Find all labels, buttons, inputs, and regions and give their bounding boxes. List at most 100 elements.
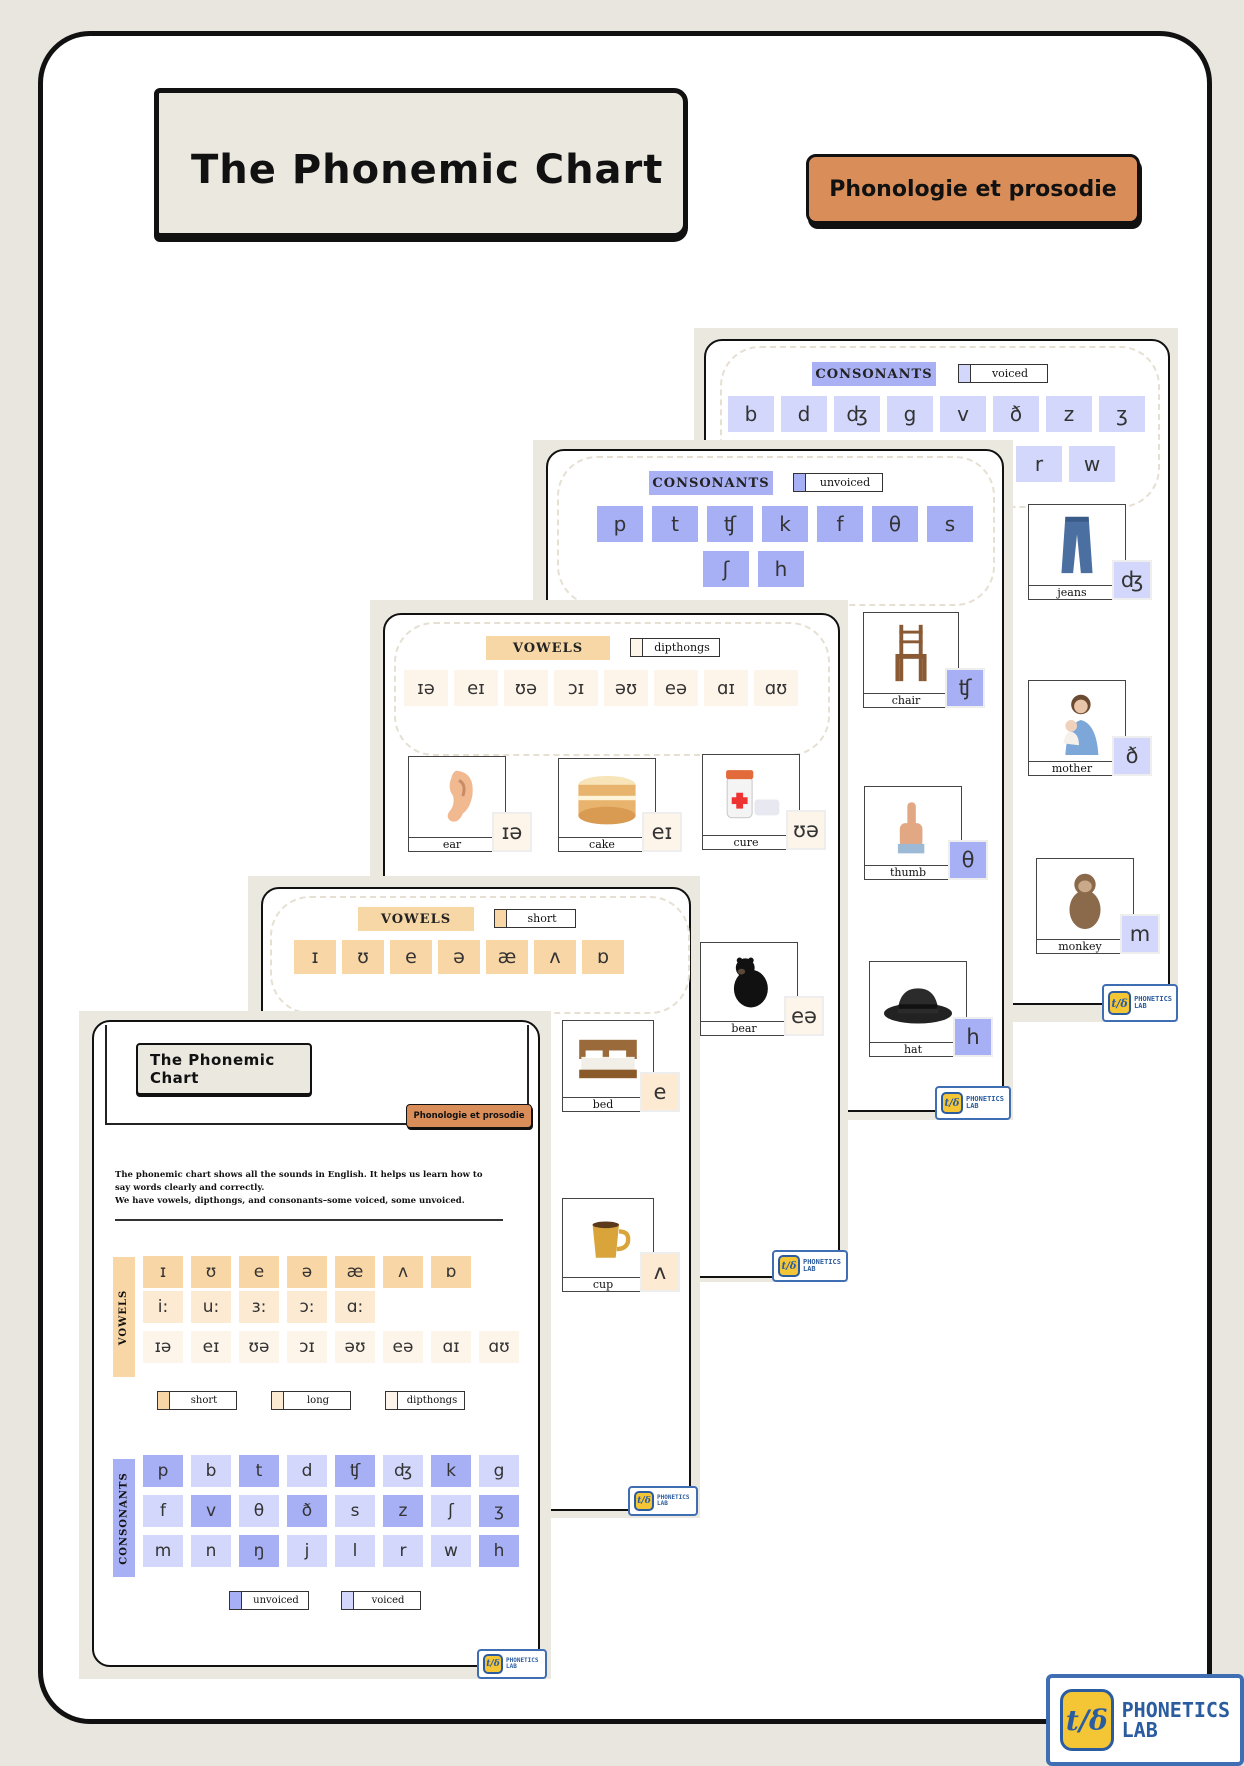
logo-mark-icon: t/δ <box>634 1491 654 1511</box>
phoneme-tile: eə <box>383 1331 423 1363</box>
example-word: ear <box>408 838 496 852</box>
phoneme-tile: ʤ <box>834 396 880 432</box>
front-badge: Phonologie et prosodie <box>406 1104 532 1128</box>
legend-swatch <box>230 1592 242 1609</box>
example-word: mother <box>1028 762 1116 776</box>
logo-mark-icon: t/δ <box>1060 1689 1114 1751</box>
phoneme-tile: ʤ <box>383 1455 423 1487</box>
phoneme-tile: θ <box>872 506 918 542</box>
chair-image <box>863 612 959 694</box>
example-symbol: eɪ <box>642 812 682 852</box>
phoneme-tile: b <box>191 1455 231 1487</box>
phoneme-tile: v <box>940 396 986 432</box>
logo-text-1: PHONETICS <box>966 1095 1004 1103</box>
jeans-image <box>1028 504 1126 586</box>
phoneme-tile: n <box>191 1535 231 1567</box>
phoneme-tile: e <box>239 1256 279 1288</box>
cup-image <box>562 1198 654 1278</box>
logo-mark-icon: t/δ <box>1108 991 1132 1015</box>
example-word: cake <box>558 838 646 852</box>
example-symbol: ð <box>1112 736 1152 776</box>
legend-short: short <box>157 1391 237 1410</box>
legend-swatch <box>495 910 507 927</box>
phoneme-tile: g <box>479 1455 519 1487</box>
legend-label: dipthongs <box>406 1395 458 1406</box>
phoneme-tile: ʃ <box>431 1495 471 1527</box>
phoneme-tile: θ <box>239 1495 279 1527</box>
intro-line-2: say words clearly and correctly. <box>115 1183 265 1193</box>
front-title: The Phonemic Chart <box>150 1051 275 1087</box>
mother-image <box>1028 680 1126 762</box>
phoneme-tile: ɔɪ <box>554 670 598 706</box>
example-symbol: ʤ <box>1112 560 1152 600</box>
example-word: monkey <box>1036 940 1124 954</box>
phoneme-tile: l <box>335 1535 375 1567</box>
phoneme-tile: ʊə <box>504 670 548 706</box>
legend-label: unvoiced <box>253 1595 299 1606</box>
phoneme-tile: ɜ: <box>239 1291 279 1323</box>
legend-swatch <box>959 365 971 382</box>
phoneme-tile: p <box>143 1455 183 1487</box>
phoneme-tile: ʒ <box>1099 396 1145 432</box>
example-word: chair <box>863 694 949 708</box>
logo-mark-icon: t/δ <box>778 1255 800 1277</box>
legend-label: dipthongs <box>654 641 710 654</box>
legend-swatch <box>158 1392 170 1409</box>
phoneme-tile: ɑɪ <box>431 1331 471 1363</box>
consonants-header: CONSONANTS <box>812 362 936 386</box>
phoneme-tile: t <box>652 506 698 542</box>
intro-line-1: The phonemic chart shows all the sounds … <box>115 1170 483 1180</box>
example-word: thumb <box>864 866 952 880</box>
logo-text-2: LAB <box>966 1102 979 1110</box>
phoneme-tile: d <box>287 1455 327 1487</box>
phoneme-tile: ɑʊ <box>754 670 798 706</box>
consonants-side-text: CONSONANTS <box>118 1471 130 1565</box>
phoneme-tile: ə <box>438 940 480 974</box>
phoneme-tile: ʌ <box>383 1256 423 1288</box>
phoneme-tile: f <box>143 1495 183 1527</box>
example-word: cure <box>702 836 790 850</box>
vowels-header: VOWELS <box>358 907 474 931</box>
phoneme-tile: b <box>728 396 774 432</box>
logo-text-2: LAB <box>803 1265 816 1273</box>
legend-swatch <box>794 474 806 491</box>
logo-mark-icon: t/δ <box>483 1654 503 1674</box>
bed-image <box>562 1020 654 1098</box>
phoneme-tile: ɑ: <box>335 1291 375 1323</box>
phoneme-tile: r <box>383 1535 423 1567</box>
phoneme-tile: ð <box>993 396 1039 432</box>
legend-label: long <box>306 1395 330 1406</box>
example-symbol: θ <box>948 840 988 880</box>
phoneme-tile: æ <box>335 1256 375 1288</box>
legend-label: voiced <box>991 367 1029 380</box>
phoneme-tile: u: <box>191 1291 231 1323</box>
phoneme-tile: ɪə <box>143 1331 183 1363</box>
phoneme-tile: s <box>335 1495 375 1527</box>
cure-image <box>702 754 800 836</box>
phoneme-tile: ʧ <box>335 1455 375 1487</box>
phoneme-tile: eɪ <box>191 1331 231 1363</box>
phoneme-tile: æ <box>486 940 528 974</box>
phoneme-tile: j <box>287 1535 327 1567</box>
thumb-image <box>864 786 962 866</box>
phoneme-tile: ə <box>287 1256 327 1288</box>
phoneme-tile: eə <box>654 670 698 706</box>
hat-image <box>869 961 967 1043</box>
example-symbol: eə <box>784 996 824 1036</box>
legend-label: voiced <box>371 1595 405 1606</box>
front-title-box: The Phonemic Chart <box>136 1043 312 1095</box>
example-word: jeans <box>1028 586 1116 600</box>
phoneme-tile: r <box>1016 446 1062 482</box>
phoneme-tile: z <box>1046 396 1092 432</box>
phoneme-tile: p <box>597 506 643 542</box>
legend-unvoiced: unvoiced <box>793 473 883 492</box>
phoneme-tile: ɪ <box>294 940 336 974</box>
phoneme-tile: ɒ <box>582 940 624 974</box>
legend-label: short <box>527 912 557 925</box>
phoneme-tile: ʊə <box>239 1331 279 1363</box>
legend-swatch <box>631 639 643 656</box>
